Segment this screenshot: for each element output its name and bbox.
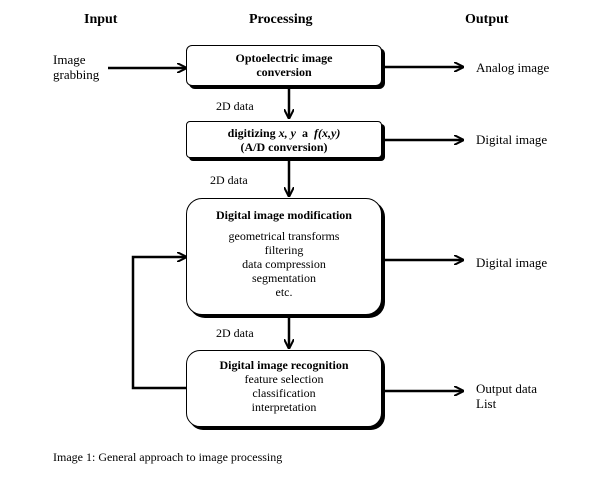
- output-digital-image: Digital image: [476, 255, 548, 270]
- digitizing-word: digitizing: [227, 126, 279, 140]
- input-label: Image grabbing: [53, 52, 99, 82]
- optoelectric-box: Optoelectric image conversion: [186, 45, 382, 86]
- header-input: Input: [84, 12, 118, 27]
- recognition-item: classification: [252, 386, 316, 400]
- optoelectric-line2: conversion: [256, 65, 312, 79]
- figure-caption: Image 1: General approach to image proce…: [53, 450, 283, 464]
- output-analog-image: Analog image: [476, 60, 550, 75]
- output-data: Output data: [476, 381, 538, 396]
- recognition-box: Digital image recognition feature select…: [186, 350, 382, 427]
- digitizing-mid: a: [296, 126, 314, 140]
- header-processing: Processing: [249, 12, 313, 27]
- modification-item: geometrical transforms: [228, 229, 340, 243]
- modification-item: etc.: [275, 285, 293, 299]
- modification-item: filtering: [264, 243, 304, 257]
- header-output: Output: [465, 12, 509, 27]
- optoelectric-line1: Optoelectric image: [235, 51, 333, 65]
- modification-item: data compression: [242, 257, 326, 271]
- recognition-item: feature selection: [244, 372, 324, 386]
- flow-label-2d-data: 2D data: [210, 173, 248, 187]
- input-label-line1: Image: [53, 52, 86, 67]
- output-data-list: Output data List: [476, 381, 537, 411]
- digitizing-line1: digitizing x, y a f(x,y): [187, 126, 381, 140]
- input-label-line2: grabbing: [53, 67, 100, 82]
- digitizing-vars: x, y: [278, 126, 296, 140]
- recognition-item: interpretation: [251, 400, 317, 414]
- recognition-title: Digital image recognition: [219, 358, 349, 372]
- digitizing-line2: (A/D conversion): [240, 140, 328, 154]
- arrow-feedback-loop: [131, 257, 186, 390]
- digitizing-box: digitizing x, y a f(x,y) (A/D conversion…: [186, 121, 382, 158]
- flow-label-2d-data: 2D data: [216, 326, 254, 340]
- modification-box: Digital image modification geometrical t…: [186, 198, 382, 315]
- output-digital-image: Digital image: [476, 132, 548, 147]
- modification-item: segmentation: [252, 271, 316, 285]
- flow-label-2d-data: 2D data: [216, 99, 254, 113]
- output-list: List: [476, 396, 497, 411]
- digitizing-func: f(x,y): [314, 126, 341, 140]
- modification-title: Digital image modification: [216, 208, 352, 222]
